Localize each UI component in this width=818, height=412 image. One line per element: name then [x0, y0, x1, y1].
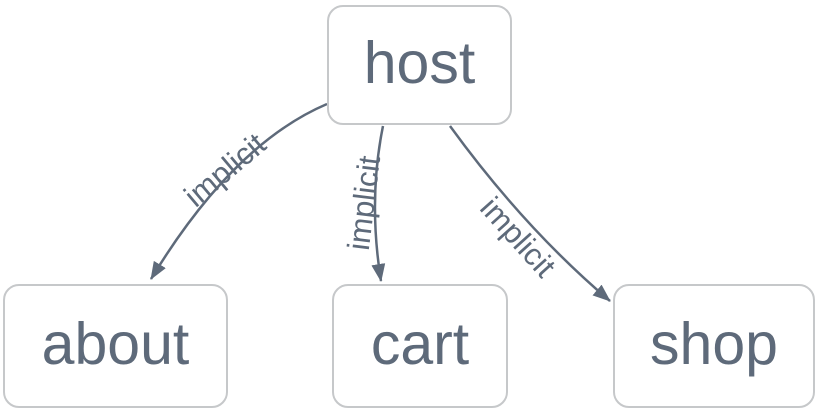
- node-host-label: host: [363, 29, 476, 96]
- edge-host-cart: [371, 125, 386, 282]
- node-shop-label: shop: [650, 310, 778, 377]
- node-cart: cart: [332, 284, 508, 408]
- node-about: about: [3, 284, 228, 408]
- node-shop: shop: [613, 284, 815, 408]
- node-host: host: [327, 5, 512, 125]
- edge-host-about: [149, 102, 328, 280]
- node-cart-label: cart: [370, 310, 470, 377]
- node-about-label: about: [41, 310, 190, 377]
- edge-host-shop: [448, 125, 611, 302]
